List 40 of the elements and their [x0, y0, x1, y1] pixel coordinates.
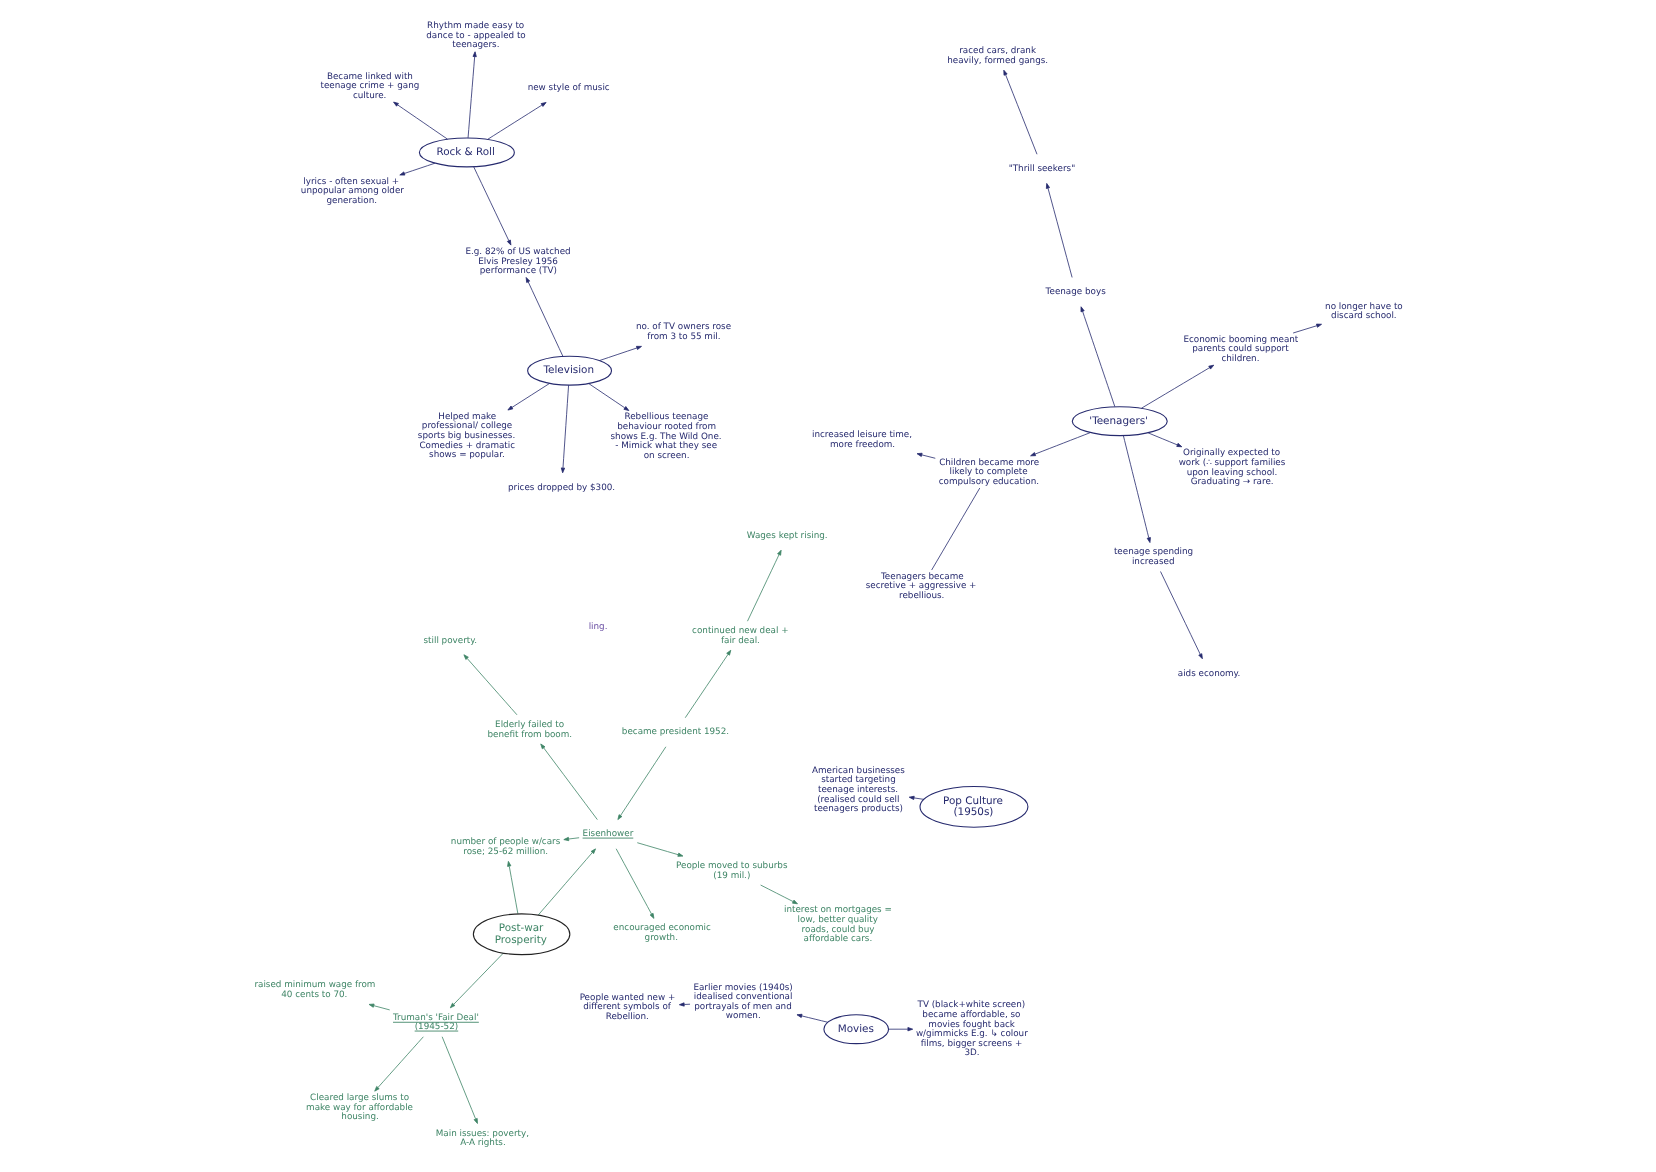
arrow [1122, 435, 1150, 543]
arrow [795, 1013, 828, 1023]
arrow [486, 102, 546, 140]
arrow [616, 746, 666, 820]
arrow [683, 649, 731, 719]
arrow [587, 383, 629, 411]
arrow [907, 795, 924, 800]
arrow [367, 1003, 390, 1011]
arrow [524, 277, 563, 357]
arrow [398, 162, 435, 176]
arrow [614, 848, 654, 919]
arrow [559, 384, 568, 474]
arrow [539, 743, 597, 821]
arrow [506, 382, 550, 411]
arrow [1291, 323, 1321, 334]
arrow [392, 101, 447, 140]
arrow [887, 1027, 913, 1032]
arrow [440, 1036, 477, 1124]
arrow [373, 1036, 423, 1092]
connector [930, 487, 980, 571]
arrow [1079, 306, 1115, 407]
arrow [598, 345, 641, 361]
arrow [1140, 364, 1214, 409]
arrow [466, 51, 476, 139]
arrow [1146, 432, 1182, 448]
arrow [677, 1002, 690, 1007]
arrow [506, 860, 518, 915]
arrow [635, 842, 683, 857]
arrow [472, 166, 511, 246]
arrow [1029, 432, 1090, 457]
arrow [562, 836, 579, 842]
arrow [1044, 183, 1072, 278]
arrow [1159, 571, 1202, 660]
arrow [759, 884, 797, 905]
arrow [448, 952, 503, 1009]
arrow [536, 848, 595, 916]
arrow [1002, 69, 1037, 155]
arrow [915, 452, 935, 459]
arrow [746, 549, 781, 622]
arrow [462, 654, 517, 716]
